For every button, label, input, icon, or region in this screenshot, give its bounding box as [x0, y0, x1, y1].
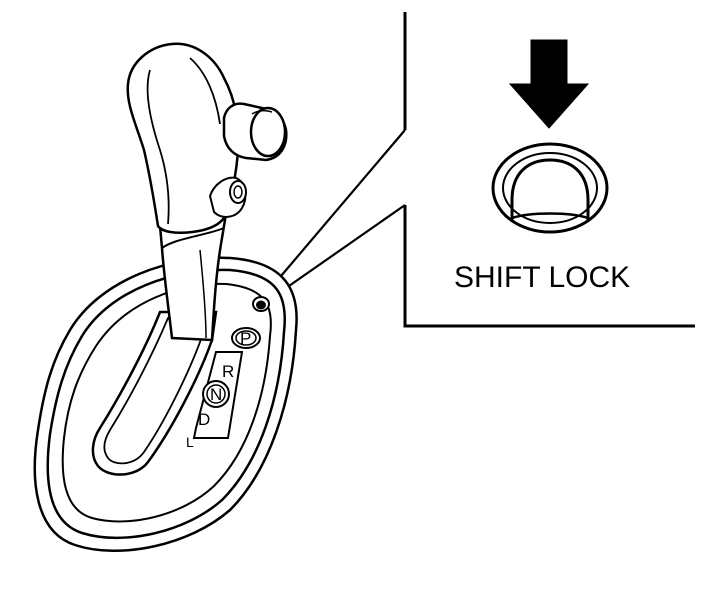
leader-lines [263, 129, 406, 303]
gear-p-badge [231, 327, 261, 349]
shift-lock-hole [252, 296, 270, 312]
callout-frame [403, 12, 695, 328]
shift-lock-label: SHIFT LOCK [454, 261, 630, 294]
shift-knob [126, 42, 247, 234]
shift-knob-button [222, 102, 288, 162]
gear-n-badge [202, 380, 230, 408]
arrow-down-icon [508, 39, 590, 129]
gear-r-label: R [222, 362, 234, 381]
shift-lock-release-button-icon [491, 142, 609, 234]
gear-l-label: L [186, 434, 194, 450]
gear-p-label: P [240, 329, 251, 348]
shifter-shaft [158, 212, 228, 342]
gear-d-label: D [198, 410, 210, 429]
gear-slot [91, 310, 218, 476]
gear-n-label: N [210, 385, 222, 404]
